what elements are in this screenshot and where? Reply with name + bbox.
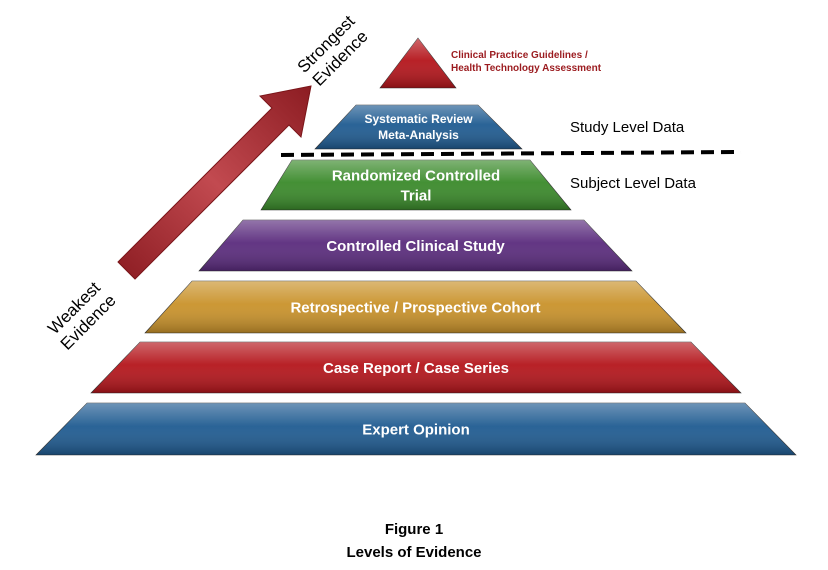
evidence-strength-arrow [117, 85, 312, 280]
arrow-shape [117, 85, 312, 280]
tier-randomized-controlled [260, 159, 572, 211]
tier-clinical-practice-guidelines [379, 37, 457, 89]
tier-label: Controlled Clinical Study [326, 238, 505, 255]
tier-sheen [199, 220, 632, 271]
tier-label: Expert Opinion [362, 421, 470, 438]
tier-label-line2: Trial [401, 187, 432, 204]
tier-sheen [380, 38, 456, 88]
weakest-evidence-label: Weakest Evidence [44, 278, 120, 354]
tier-retrospective-prospective-cohort [144, 280, 687, 334]
tier-sheen [36, 403, 796, 455]
tier-sheen [315, 105, 522, 149]
tier-label-line1: Randomized Controlled [332, 167, 500, 184]
tier-label-line2: Meta-Analysis [378, 128, 459, 142]
tier-label-line1: Systematic Review [364, 112, 473, 126]
figure-title: Levels of Evidence [346, 544, 482, 561]
tier-case-report-case-series [90, 341, 742, 394]
tier-sheen [91, 342, 741, 393]
study-subject-divider [280, 150, 742, 157]
subject-level-label: Subject Level Data [570, 175, 697, 192]
apex-label-line1: Clinical Practice Guidelines / [451, 50, 588, 61]
pyramid-tiers: Expert Opinion Case Report / Case Series R… [35, 37, 797, 456]
apex-label-line2: Health Technology Assessment [451, 63, 602, 74]
study-level-label: Study Level Data [570, 119, 685, 136]
tier-label: Retrospective / Prospective Cohort [290, 299, 540, 316]
tier-sheen [261, 160, 571, 210]
tier-sheen [145, 281, 686, 333]
tier-systematic-review [314, 104, 523, 150]
strongest-evidence-label: Strongest Evidence [294, 11, 372, 89]
figure-number: Figure 1 [384, 521, 444, 538]
tier-label: Case Report / Case Series [323, 360, 509, 377]
tier-controlled-clinical-study [198, 219, 633, 272]
tier-expert-opinion [35, 402, 797, 456]
